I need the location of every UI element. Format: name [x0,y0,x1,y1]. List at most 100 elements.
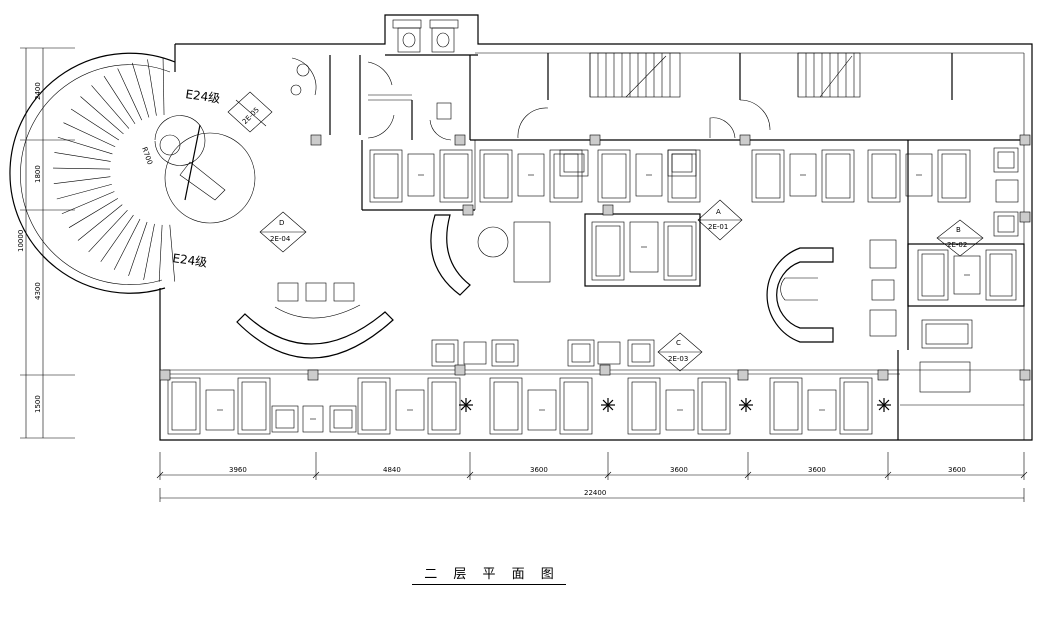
column [159,369,171,381]
callout-d: D 2E-04 [259,211,307,253]
stair-label-upper: E24级 [185,87,221,106]
sofa-cushion [825,153,851,199]
callout-code: 2E-02 [947,241,967,249]
sofa-cushion [571,343,591,363]
callout-letter: D [279,219,284,227]
column [877,369,889,381]
column [307,369,319,381]
curved-sofa [236,214,551,359]
spiral-tread [56,183,112,200]
dim-label: 3960 [229,466,247,474]
sofa [237,377,271,435]
sofa [839,377,873,435]
sofa [439,149,473,203]
callout-letter: A [716,208,721,216]
sofa-cushion [435,343,455,363]
callout-code: 2E-05 [241,106,261,126]
sofa-cushion [443,153,469,199]
restrooms [290,19,478,141]
dim-label: 4300 [34,282,42,300]
sofa [993,147,1019,173]
table [302,405,324,433]
column [310,134,322,146]
spiral-tread [61,191,115,215]
callout-c: C 2E-03 [657,332,703,372]
dim-tick-mark [312,471,320,479]
u-shaped-booth [766,239,897,343]
spiral-tread [117,68,143,121]
table [635,153,663,197]
plant-leaf [465,404,472,411]
column [599,364,611,376]
spiral-tread [143,223,155,280]
table [807,389,837,431]
table [517,153,545,197]
sofa-cushion [997,151,1015,169]
column [739,134,751,146]
sofa [627,377,661,435]
dim-tick-mark [156,471,164,479]
callout-letter: C [676,339,681,347]
sofa [479,149,513,203]
spiral-tread [131,62,150,118]
sofa [667,149,697,177]
sofa-cushion [925,323,969,345]
column [1019,369,1031,381]
sofa-cushion [373,153,399,199]
sofa-cushion [755,153,781,199]
side-table [995,179,1019,203]
plant-leaf [878,404,885,411]
spiral-tread [147,59,157,116]
plant-leaf [878,399,885,406]
callout-b: B 2E-02 [936,219,984,257]
sofa [559,377,593,435]
sofa-cushion [171,381,197,431]
table [665,389,695,431]
table [527,389,557,431]
spiral-tread [68,198,119,228]
partitions [361,140,1025,440]
sofa [937,149,971,203]
sofa [271,405,299,433]
callout-e: 2E-05 [227,91,273,133]
sofa [993,211,1019,237]
table [789,153,817,197]
callout-code: 2E-04 [270,235,291,243]
dim-total: 10000 [17,230,25,252]
spiral-tread [80,96,124,135]
dim-label: 2400 [34,82,42,100]
sofa-cushion [631,343,651,363]
sofa [867,149,901,203]
straight-stairs [470,52,1024,141]
sofa-cushion [871,153,897,199]
sofa [751,149,785,203]
sofa-cushion [493,381,519,431]
spiral-staircase [9,52,256,294]
spiral-tread [54,152,111,162]
plant-leaf [460,399,467,406]
sofa-cushion [495,343,515,363]
structural-columns [159,134,1031,381]
spiral-tread [113,218,141,270]
sofa [627,339,655,367]
plant-leaf [607,404,614,411]
spiral-tread [158,224,163,282]
column [602,204,614,216]
callout-code: 2E-01 [708,223,728,231]
plant-leaf [740,404,747,411]
sofa [491,339,519,367]
sofa [985,249,1017,301]
sofa [329,405,357,433]
spiral-tread [100,214,134,262]
sofa [559,149,589,177]
sofa-cushion [333,409,353,429]
column [1019,211,1031,223]
callout-code: 2E-03 [668,355,688,363]
sofa [431,339,459,367]
bottom-dimensions: 3960 4840 3600 3600 3600 3600 22400 [156,452,1028,502]
spiral-tread [169,224,176,282]
sofa-cushion [631,381,657,431]
spiral-tread [162,58,165,116]
sofa-cushion [241,381,267,431]
spiral-tread [91,85,130,129]
